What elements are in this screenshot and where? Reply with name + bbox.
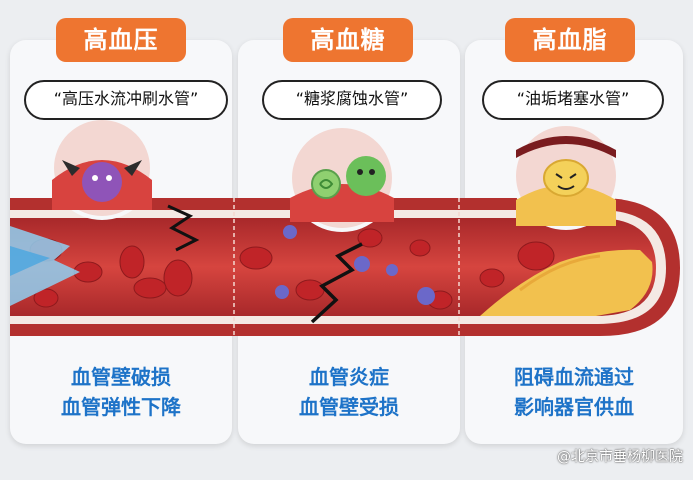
effect-line: 血管壁破损 bbox=[71, 365, 171, 389]
quote-hyperlipidemia: “油垢堵塞水管” bbox=[482, 80, 664, 120]
effects-hyperglycemia: 血管炎症 血管壁受损 bbox=[238, 362, 460, 422]
watermark: @北京市垂杨柳医院 bbox=[557, 449, 683, 465]
effects-hypertension: 血管壁破损 血管弹性下降 bbox=[10, 362, 232, 422]
fat-monster-icon bbox=[512, 122, 620, 230]
title-hyperlipidemia: 高血脂 bbox=[505, 18, 635, 62]
quote-hyperglycemia: “糖浆腐蚀水管” bbox=[262, 80, 442, 120]
crack-icon bbox=[167, 204, 200, 252]
quote-hypertension: “高压水流冲刷水管” bbox=[24, 80, 228, 120]
crack-icon bbox=[310, 242, 363, 324]
sugar-monster-icon bbox=[288, 124, 396, 232]
virus-icon bbox=[275, 225, 435, 305]
title-hyperglycemia: 高血糖 bbox=[283, 18, 413, 62]
effect-line: 血管壁受损 bbox=[299, 395, 399, 419]
title-hypertension: 高血压 bbox=[56, 18, 186, 62]
effects-hyperlipidemia: 阻碍血流通过 影响器官供血 bbox=[465, 362, 683, 422]
effect-line: 血管炎症 bbox=[309, 365, 389, 389]
water-jet-icon bbox=[10, 226, 80, 306]
effect-line: 血管弹性下降 bbox=[61, 395, 181, 419]
effect-line: 影响器官供血 bbox=[514, 395, 634, 419]
effect-line: 阻碍血流通过 bbox=[514, 365, 634, 389]
virus-monster-icon bbox=[50, 116, 154, 220]
